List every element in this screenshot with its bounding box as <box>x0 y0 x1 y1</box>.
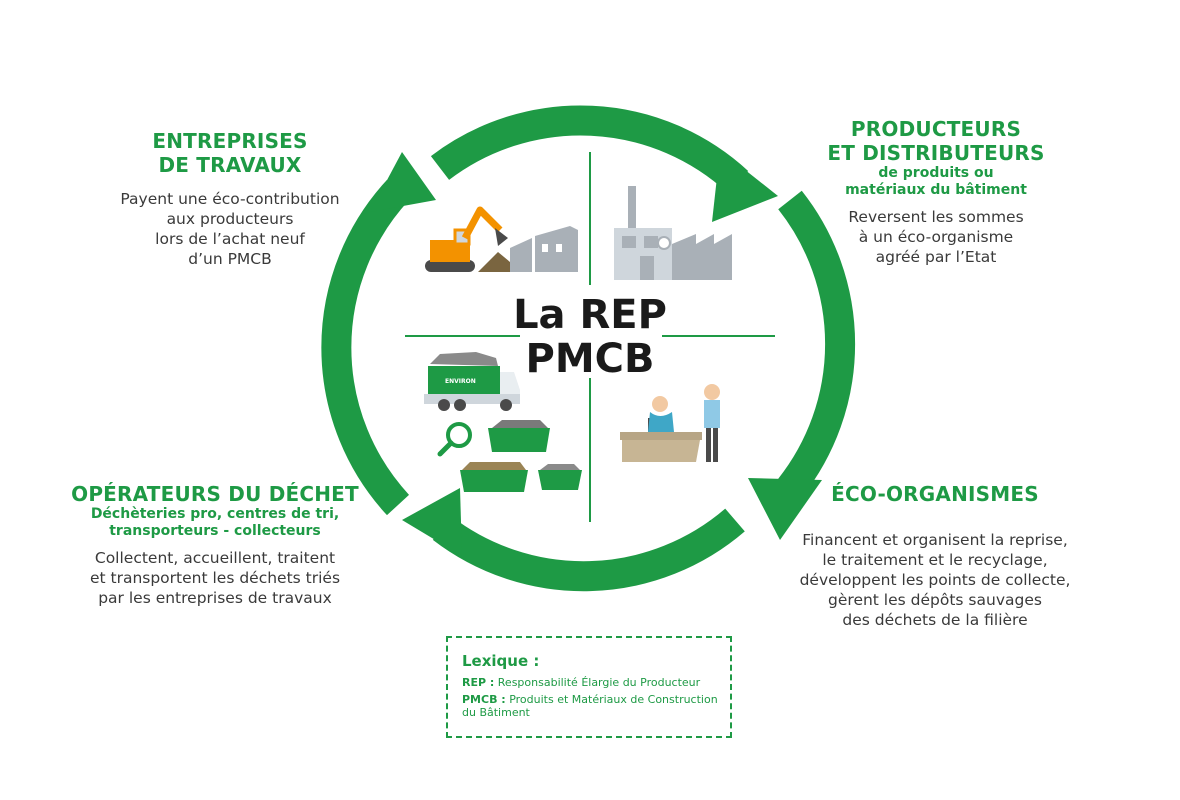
lexique-title: Lexique : <box>462 652 540 670</box>
quadrant-eco-organismes: ÉCO-ORGANISMES Financent et organisent l… <box>790 482 1080 630</box>
excavator-icon <box>425 206 508 272</box>
arc-right <box>778 190 856 498</box>
body-line: Reversent les sommes <box>848 208 1024 226</box>
cycle-ring <box>321 105 856 592</box>
body-line: Financent et organisent la reprise, <box>802 531 1068 549</box>
producteurs-sub-2: matériaux du bâtiment <box>845 182 1027 198</box>
producteurs-heading-1: PRODUCTEURS <box>850 117 1022 141</box>
body-line: le traitement et le recyclage, <box>822 551 1048 569</box>
arc-left <box>321 179 410 516</box>
quadrant-entreprises: ENTREPRISES DE TRAVAUX Payent une éco-co… <box>100 129 360 269</box>
body-line: développent les points de collecte, <box>799 571 1071 589</box>
arrowhead-bottom-left <box>402 488 462 556</box>
body-line: gèrent les dépôts sauvages <box>828 591 1042 609</box>
body-line: Payent une éco-contribution <box>120 190 340 208</box>
arrowhead-left-top <box>370 152 436 212</box>
arrowhead-right-bottom <box>748 478 822 540</box>
producteurs-sub-1: de produits ou <box>878 165 994 181</box>
lexique-pmcb-definition-2: du Bâtiment <box>462 706 530 719</box>
producteurs-body: Reversent les sommes à un éco-organisme … <box>800 207 1072 267</box>
operateurs-sub-1: Déchèteries pro, centres de tri, <box>90 506 340 522</box>
operateurs-heading: OPÉRATEURS DU DÉCHET <box>71 482 359 506</box>
operateurs-body: Collectent, accueillent, traitent et tra… <box>60 548 370 608</box>
office-people-icon <box>620 384 720 462</box>
producteurs-heading-2: ET DISTRIBUTEURS <box>827 141 1045 165</box>
arc-top <box>430 105 749 194</box>
lexique-box: Lexique : REP : Responsabilité Élargie d… <box>446 636 732 738</box>
quadrant-producteurs: PRODUCTEURS ET DISTRIBUTEURS de produits… <box>800 117 1072 267</box>
entreprises-body: Payent une éco-contribution aux producte… <box>100 189 360 269</box>
center-title: La REP PMCB <box>480 293 700 381</box>
body-line: agréé par l’Etat <box>875 248 997 266</box>
center-title-line1: La REP <box>513 292 667 338</box>
lexique-pmcb-definition-1: Produits et Matériaux de Construction <box>509 693 718 706</box>
body-line: d’un PMCB <box>188 250 272 268</box>
entreprises-heading-1: ENTREPRISES <box>152 129 308 153</box>
building-ruin-icon <box>510 226 578 272</box>
truck-icon: ENVIRON <box>424 352 520 411</box>
quadrant-operateurs: OPÉRATEURS DU DÉCHET Déchèteries pro, ce… <box>60 482 370 608</box>
lexique-pmcb: PMCB : Produits et Matériaux de Construc… <box>462 693 718 719</box>
lexique-rep: REP : Responsabilité Élargie du Producte… <box>462 676 718 689</box>
body-line: à un éco-organisme <box>858 228 1014 246</box>
body-line: par les entreprises de travaux <box>98 589 332 607</box>
lexique-pmcb-term: PMCB : <box>462 693 506 706</box>
eco-organismes-body: Financent et organisent la reprise, le t… <box>790 530 1080 630</box>
body-line: aux producteurs <box>166 210 294 228</box>
body-line: lors de l’achat neuf <box>155 230 305 248</box>
body-line: et transportent les déchets triés <box>89 569 341 587</box>
magnifier-icon <box>437 422 472 457</box>
body-line: des déchets de la filière <box>842 611 1028 629</box>
eco-organismes-heading: ÉCO-ORGANISMES <box>831 482 1039 506</box>
operateurs-sub-2: transporteurs - collecteurs <box>109 523 321 539</box>
center-title-line2: PMCB <box>525 336 655 382</box>
lexique-rep-definition: Responsabilité Élargie du Producteur <box>497 676 701 689</box>
quadrant-dividers <box>405 152 775 522</box>
entreprises-heading-2: DE TRAVAUX <box>158 153 302 177</box>
arc-bottom <box>432 508 745 592</box>
lexique-rep-term: REP : <box>462 676 495 689</box>
cycle-arrowheads <box>370 150 822 556</box>
body-line: Collectent, accueillent, traitent <box>94 549 336 567</box>
arrowhead-top-right <box>712 150 778 222</box>
truck-brand-label: ENVIRON <box>445 378 476 385</box>
skip-container-icon <box>460 420 582 492</box>
factory-icon <box>614 186 732 280</box>
